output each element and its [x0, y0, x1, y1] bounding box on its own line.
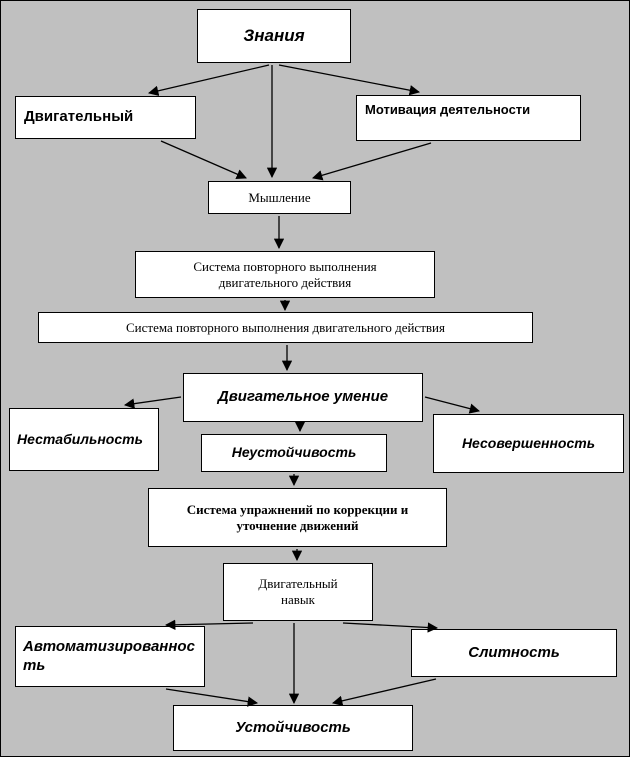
arrow-slitnost-ustoichivost — [331, 678, 437, 706]
node-dvigatelny: Двигательный — [15, 96, 196, 139]
node-uprazhneniya-label: Система упражнений по коррекции и уточне… — [186, 501, 409, 533]
node-avtomatizirovannost: Автоматизированнос ть — [15, 626, 205, 687]
node-znaniya-label: Знания — [243, 25, 305, 45]
node-motivatsiya: Мотивация деятельности — [356, 95, 581, 141]
node-sistema-povtora-2-label: Система повторного выполнения двигательн… — [193, 258, 377, 290]
arrow-umenie-nestabilnost — [123, 396, 182, 409]
node-sistema-povtora-wide-label: Система повторного выполнения двигательн… — [126, 319, 445, 335]
node-motivatsiya-label: Мотивация деятельности — [365, 102, 531, 117]
node-nesovershennost-label: Несовершенность — [461, 434, 596, 451]
arrow-dvigatelny-myshlenie — [160, 140, 247, 180]
arrow-navyk-avtomat — [164, 619, 254, 630]
arrow-navyk-slitnost — [342, 622, 439, 633]
node-znaniya: Знания — [197, 9, 351, 63]
node-nestabilnost-label: Нестабильность — [17, 430, 143, 447]
arrow-umenie-nesovershennost — [424, 396, 481, 414]
arrow-znaniya-motivatsiya — [278, 64, 421, 96]
node-neustoichivost: Неустойчивость — [201, 434, 387, 472]
node-myshlenie: Мышление — [208, 181, 351, 214]
node-nestabilnost: Нестабильность — [9, 408, 159, 471]
node-nesovershennost: Несовершенность — [433, 414, 624, 473]
node-dvigatelny-label: Двигательный — [24, 108, 134, 126]
node-slitnost: Слитность — [411, 629, 617, 677]
node-umenie: Двигательное умение — [183, 373, 423, 422]
node-umenie-label: Двигательное умение — [217, 388, 389, 406]
node-uprazhneniya: Система упражнений по коррекции и уточне… — [148, 488, 447, 547]
node-navyk: Двигательный навык — [223, 563, 373, 621]
arrow-znaniya-dvigatelny — [147, 64, 270, 96]
node-sistema-povtora-wide: Система повторного выполнения двигательн… — [38, 312, 533, 343]
node-navyk-label: Двигательный навык — [258, 576, 338, 607]
node-avtomatizirovannost-label: Автоматизированнос ть — [23, 638, 195, 674]
node-sistema-povtora-2: Система повторного выполнения двигательн… — [135, 251, 435, 298]
node-ustoichivost: Устойчивость — [173, 705, 413, 751]
arrow-avtomat-ustoichivost — [165, 688, 259, 707]
arrow-motivatsiya-myshlenie — [312, 142, 432, 181]
node-ustoichivost-label: Устойчивость — [235, 718, 351, 736]
node-slitnost-label: Слитность — [468, 643, 560, 661]
node-myshlenie-label: Мышление — [248, 189, 311, 205]
node-neustoichivost-label: Неустойчивость — [231, 444, 357, 461]
